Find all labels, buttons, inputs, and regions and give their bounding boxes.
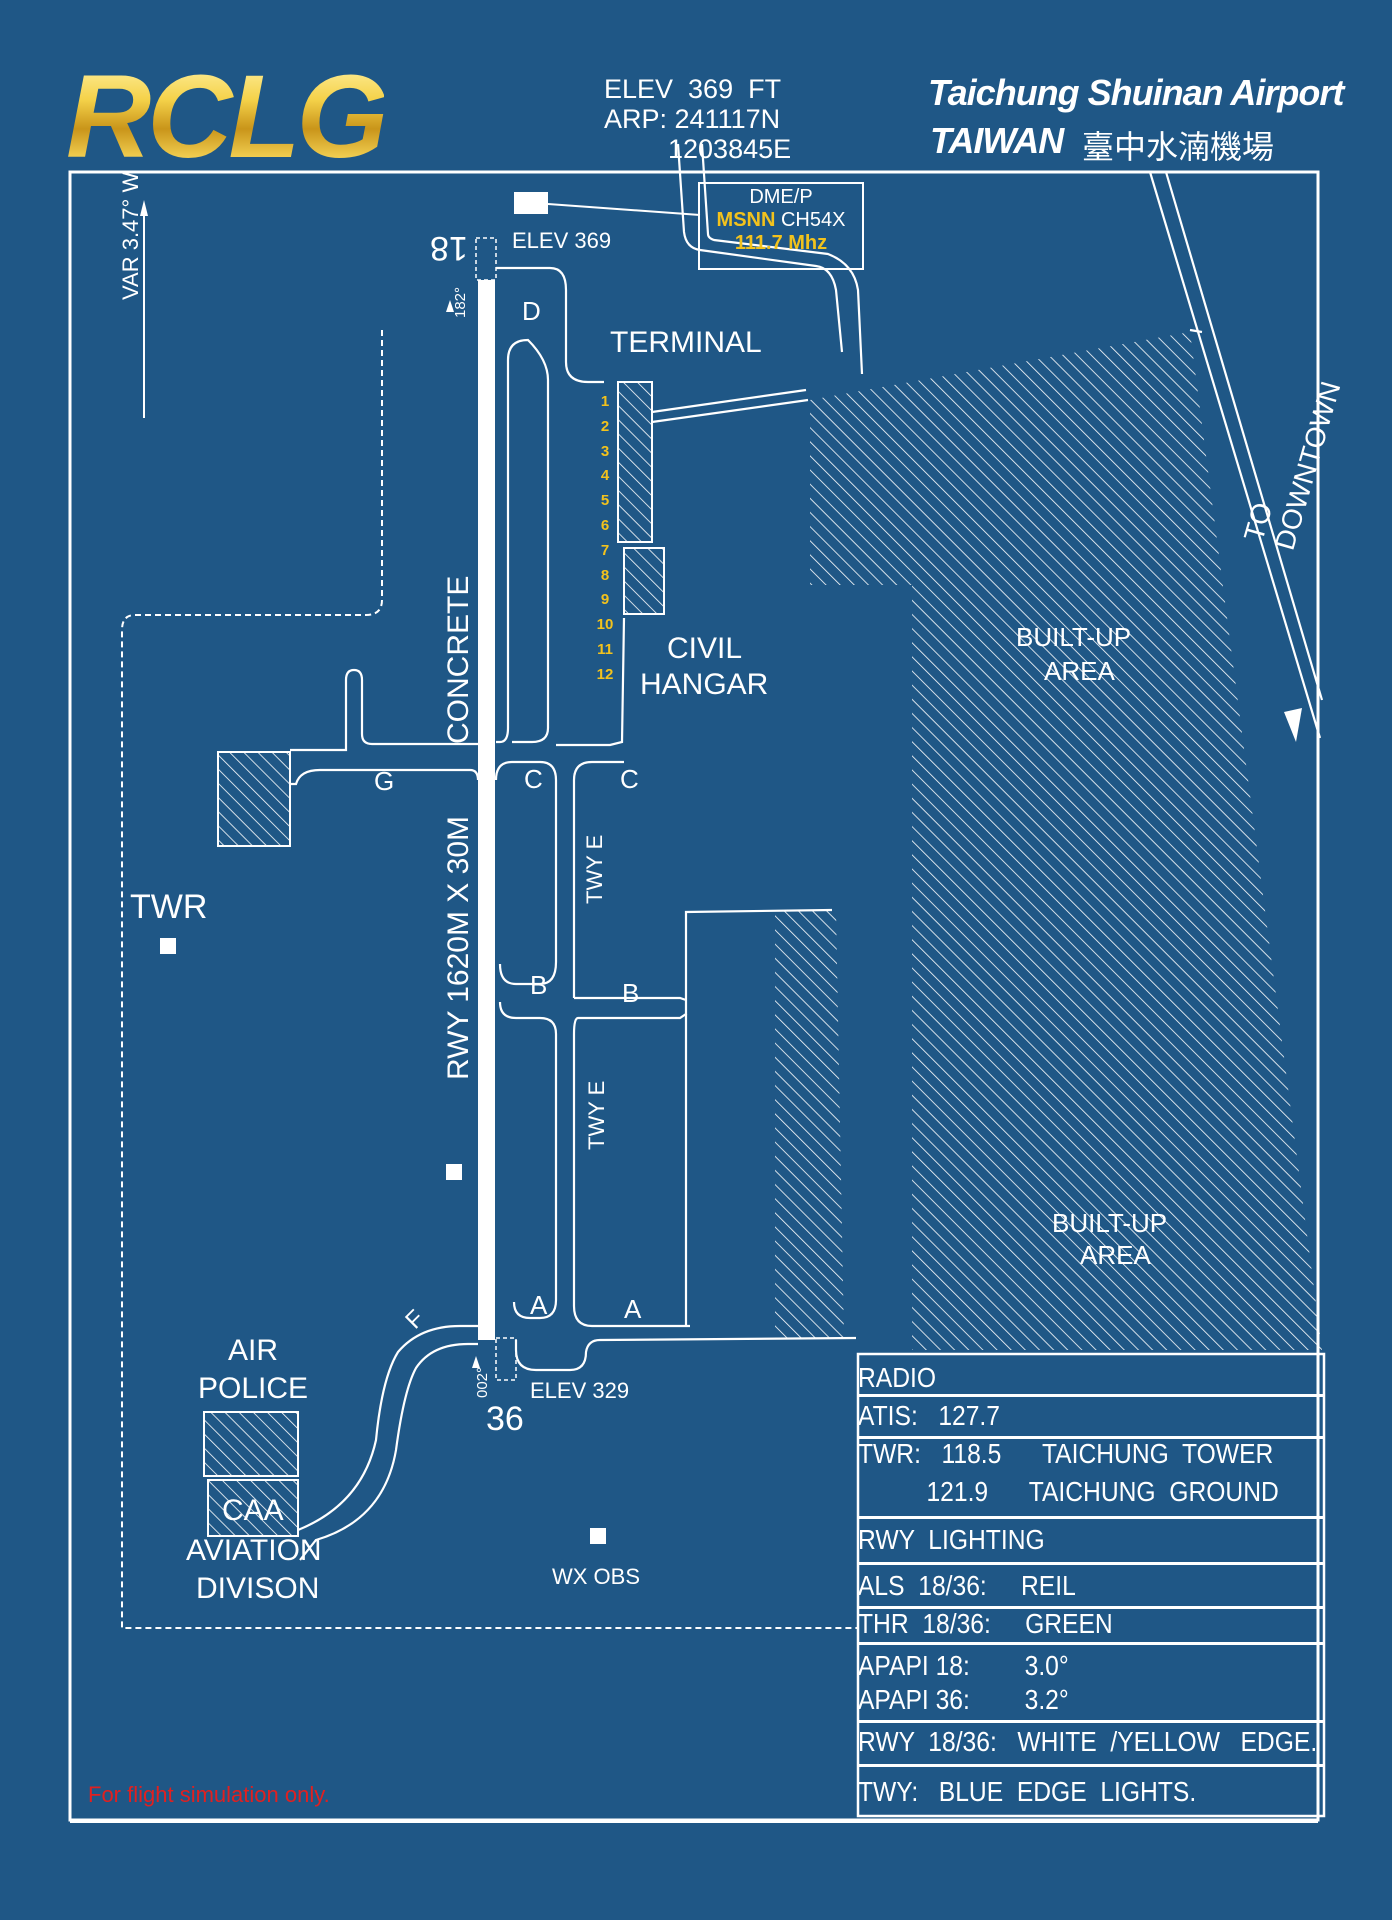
wx-obs-label: WX OBS bbox=[552, 1564, 641, 1589]
gate-number: 5 bbox=[600, 492, 610, 510]
gate-number: 4 bbox=[600, 467, 610, 485]
threshold-lighting: THR 18/36: GREEN bbox=[858, 1608, 1113, 1639]
runway-south-overrun bbox=[495, 1337, 517, 1381]
civil-hangar-label-2: HANGAR bbox=[640, 668, 769, 701]
downtown-arrow bbox=[1284, 708, 1302, 742]
taxiway-e-upper-label: TWY E bbox=[582, 834, 607, 904]
runway-surface-label: CONCRETE bbox=[442, 575, 475, 744]
gate-number: 3 bbox=[600, 442, 610, 460]
built-up-area-label-2: BUILT-UP bbox=[1052, 1208, 1168, 1238]
magnetic-variation-label: VAR 3.47° W bbox=[118, 171, 143, 300]
runway-18-label: 18 bbox=[430, 229, 468, 267]
field-elevation: ELEV 369 FT bbox=[604, 74, 782, 104]
dme-frequency: 111.7 Mhz bbox=[734, 232, 828, 254]
simulation-disclaimer: For flight simulation only. bbox=[88, 1782, 330, 1807]
air-police-building bbox=[203, 1411, 299, 1477]
dme-channel: CH54X bbox=[780, 209, 846, 231]
apapi-36: APAPI 36: 3.2° bbox=[858, 1684, 1069, 1715]
airport-name: Taichung Shuinan Airport bbox=[928, 72, 1344, 113]
terminal-building bbox=[617, 381, 653, 543]
gate-number: 12 bbox=[596, 665, 614, 683]
civil-hangar-label-1: CIVIL bbox=[667, 632, 743, 665]
dme-ident: MSNN bbox=[716, 209, 776, 231]
elevation-south: ELEV 329 bbox=[530, 1378, 630, 1403]
airport-icao-logo: RCLG bbox=[66, 51, 388, 183]
gate-number: 6 bbox=[600, 516, 610, 534]
radio-table-frame bbox=[856, 1352, 1326, 1818]
taxiway-b-left-label: B bbox=[530, 970, 548, 1000]
dme-info-box: DME/P MSNN CH54X 111.7 Mhz bbox=[698, 182, 864, 270]
gate-number: 10 bbox=[596, 616, 614, 634]
caa-label-1: CAA bbox=[222, 1494, 284, 1527]
arp-longitude: 1203845E bbox=[668, 134, 792, 164]
caa-building bbox=[207, 1479, 299, 1537]
built-up-area bbox=[810, 332, 1322, 1350]
runway-north-overrun bbox=[475, 237, 497, 281]
built-up-area-label-1: BUILT-UP bbox=[1016, 622, 1132, 652]
chinese-airport-name: 臺中水湳機場 bbox=[1082, 129, 1275, 165]
west-hangar bbox=[217, 751, 291, 847]
tower-frequency: TWR: 118.5 TAICHUNG TOWER bbox=[858, 1438, 1274, 1469]
elevation-north: ELEV 369 bbox=[512, 228, 612, 253]
taxiway-c-left-label: C bbox=[524, 764, 543, 794]
air-police-label-2: POLICE bbox=[198, 1372, 309, 1405]
taxiway-a-right-label: A bbox=[624, 1294, 642, 1324]
gate-list: 1 2 3 4 5 6 7 8 9 10 11 12 bbox=[594, 390, 616, 688]
radio-title: RADIO bbox=[858, 1362, 937, 1393]
wx-obs-marker bbox=[590, 1528, 606, 1544]
caa-label-2: AVIATION bbox=[186, 1534, 322, 1567]
taxiway-edge-lighting: TWY: BLUE EDGE LIGHTS. bbox=[858, 1776, 1197, 1807]
runway-edge-lighting: RWY 18/36: WHITE /YELLOW EDGE. bbox=[858, 1726, 1318, 1757]
built-up-area-label-1b: AREA bbox=[1044, 656, 1115, 686]
taxiway-g-label: G bbox=[374, 766, 395, 796]
arp-latitude: ARP: 241117N bbox=[604, 104, 781, 134]
gate-number: 11 bbox=[597, 640, 613, 658]
atis-frequency: ATIS: 127.7 bbox=[858, 1400, 1000, 1431]
ground-frequency: 121.9 TAICHUNG GROUND bbox=[858, 1476, 1279, 1507]
taxiway-b-right-label: B bbox=[622, 978, 640, 1008]
gate-number: 2 bbox=[600, 417, 610, 435]
apron-hatch bbox=[775, 910, 844, 1338]
tower-marker bbox=[160, 938, 176, 954]
civil-hangar-building bbox=[623, 547, 665, 615]
map-frame bbox=[68, 170, 1320, 1822]
gate-number: 8 bbox=[600, 566, 610, 584]
gate-number: 7 bbox=[600, 541, 610, 559]
heading-182: 182° bbox=[452, 286, 469, 318]
terminal-label: TERMINAL bbox=[610, 326, 762, 359]
taxiway-c-right-label: C bbox=[620, 764, 639, 794]
gate-number: 1 bbox=[600, 393, 610, 410]
heading-002: 002° bbox=[474, 1366, 491, 1398]
navaid-marker bbox=[446, 1164, 462, 1180]
tower-label: TWR bbox=[130, 888, 208, 926]
built-up-area-label-2b: AREA bbox=[1080, 1240, 1151, 1270]
taxiway-a-left-label: A bbox=[530, 1290, 548, 1320]
dme-title: DME/P bbox=[749, 186, 813, 208]
taxiway-d-label: D bbox=[522, 296, 541, 326]
apapi-18: APAPI 18: 3.0° bbox=[858, 1650, 1069, 1681]
taxiway-e-lower-label: TWY E bbox=[584, 1080, 609, 1150]
runway-36-label: 36 bbox=[486, 1400, 524, 1438]
als-lighting: ALS 18/36: REIL bbox=[858, 1570, 1076, 1601]
taxiway-network bbox=[290, 143, 1324, 1561]
airport-boundary bbox=[121, 330, 858, 1629]
air-police-label-1: AIR bbox=[228, 1334, 279, 1367]
caa-label-3: DIVISON bbox=[196, 1572, 320, 1605]
country-name: TAIWAN bbox=[930, 120, 1064, 161]
rwy-lighting-title: RWY LIGHTING bbox=[858, 1524, 1045, 1555]
runway-18-36 bbox=[478, 280, 495, 1340]
gate-number: 9 bbox=[600, 591, 610, 609]
dme-antenna bbox=[514, 192, 548, 214]
radio-lighting-table: RADIO ATIS: 127.7 TWR: 118.5 TAICHUNG TO… bbox=[858, 1354, 1324, 1816]
runway-dimensions-label: RWY 1620M X 30M bbox=[442, 815, 475, 1080]
